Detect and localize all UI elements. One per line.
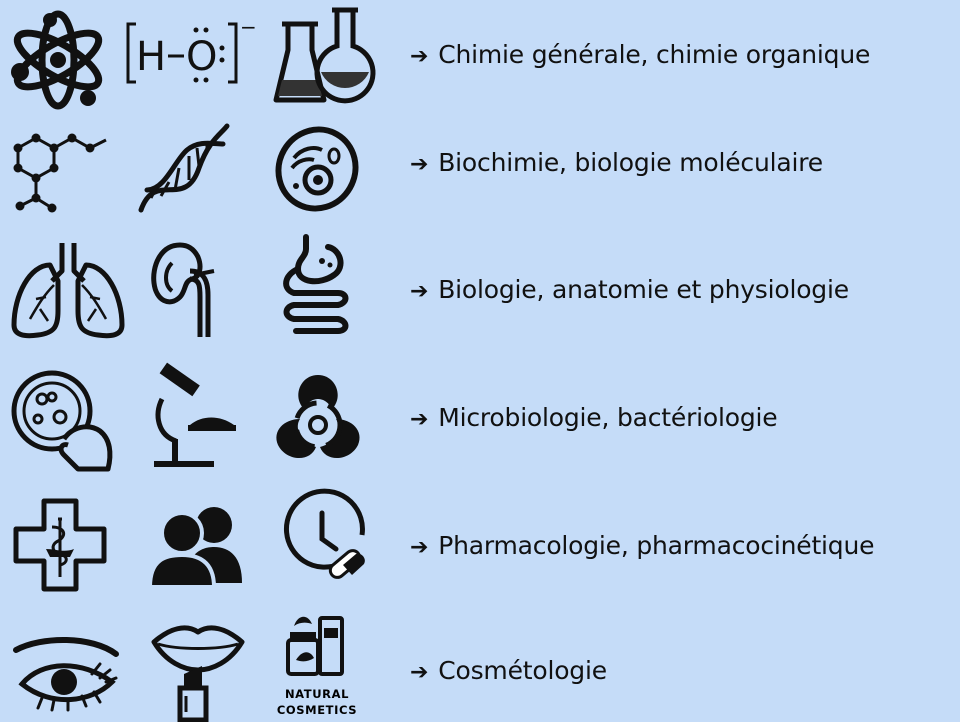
lips-lipstick-icon (150, 618, 246, 722)
row-label-cosmetology: ➔ Cosmétologie (410, 656, 607, 685)
row-pharmacology: ➔ Pharmacologie, pharmacocinétique (0, 488, 960, 595)
label-text: Biochimie, biologie moléculaire (438, 148, 823, 177)
arrow-icon: ➔ (410, 279, 429, 304)
row-cosmetology: NATURAL COSMETICS ➔ Cosmétologie (0, 612, 960, 722)
label-text: Microbiologie, bactériologie (438, 403, 778, 432)
clock-pill-icon (282, 488, 372, 585)
eye-lashes-icon (12, 636, 120, 716)
lungs-icon (10, 241, 126, 339)
stomach-intestine-icon (276, 234, 356, 335)
biohazard-icon (270, 371, 366, 467)
microscope-icon (150, 362, 240, 469)
row-label-biochemistry: ➔ Biochimie, biologie moléculaire (410, 148, 823, 177)
label-text: Cosmétologie (438, 656, 607, 685)
kidney-icon (150, 241, 230, 341)
hydroxide-lewis-icon: H O − (124, 15, 259, 88)
dna-helix-icon (135, 120, 231, 216)
oxygen-symbol: O (186, 34, 217, 80)
arrow-icon: ➔ (410, 535, 429, 560)
label-text: Pharmacologie, pharmacocinétique (438, 531, 875, 560)
people-icon (147, 499, 244, 589)
atom-icon (8, 10, 108, 110)
row-microbiology: ➔ Microbiologie, bactériologie (0, 362, 960, 475)
arrow-icon: ➔ (410, 44, 429, 69)
arrow-icon: ➔ (410, 660, 429, 685)
charge-symbol: − (240, 15, 257, 39)
cell-icon (272, 124, 362, 214)
hydrogen-symbol: H (136, 34, 166, 80)
petri-dish-hand-icon (8, 369, 116, 472)
row-chemistry: H O − ➔ Chimie générale, chimie organique (0, 0, 960, 120)
natural-cosmetics-icon: NATURAL COSMETICS (276, 614, 358, 718)
arrow-icon: ➔ (410, 152, 429, 177)
row-label-pharmacology: ➔ Pharmacologie, pharmacocinétique (410, 531, 875, 560)
row-anatomy: ➔ Biologie, anatomie et physiologie (0, 234, 960, 345)
row-label-microbiology: ➔ Microbiologie, bactériologie (410, 403, 778, 432)
natural-text: NATURAL (285, 687, 349, 701)
row-label-anatomy: ➔ Biologie, anatomie et physiologie (410, 275, 849, 304)
label-text: Biologie, anatomie et physiologie (438, 275, 849, 304)
label-text: Chimie générale, chimie organique (438, 40, 871, 69)
row-label-chemistry: ➔ Chimie générale, chimie organique (410, 40, 870, 69)
row-biochemistry: ➔ Biochimie, biologie moléculaire (0, 120, 960, 220)
lab-flasks-icon (272, 6, 376, 106)
pharmacy-cross-icon (12, 497, 108, 593)
cosmetics-text: COSMETICS (277, 703, 357, 717)
molecule-structure-icon (8, 126, 108, 216)
arrow-icon: ➔ (410, 407, 429, 432)
